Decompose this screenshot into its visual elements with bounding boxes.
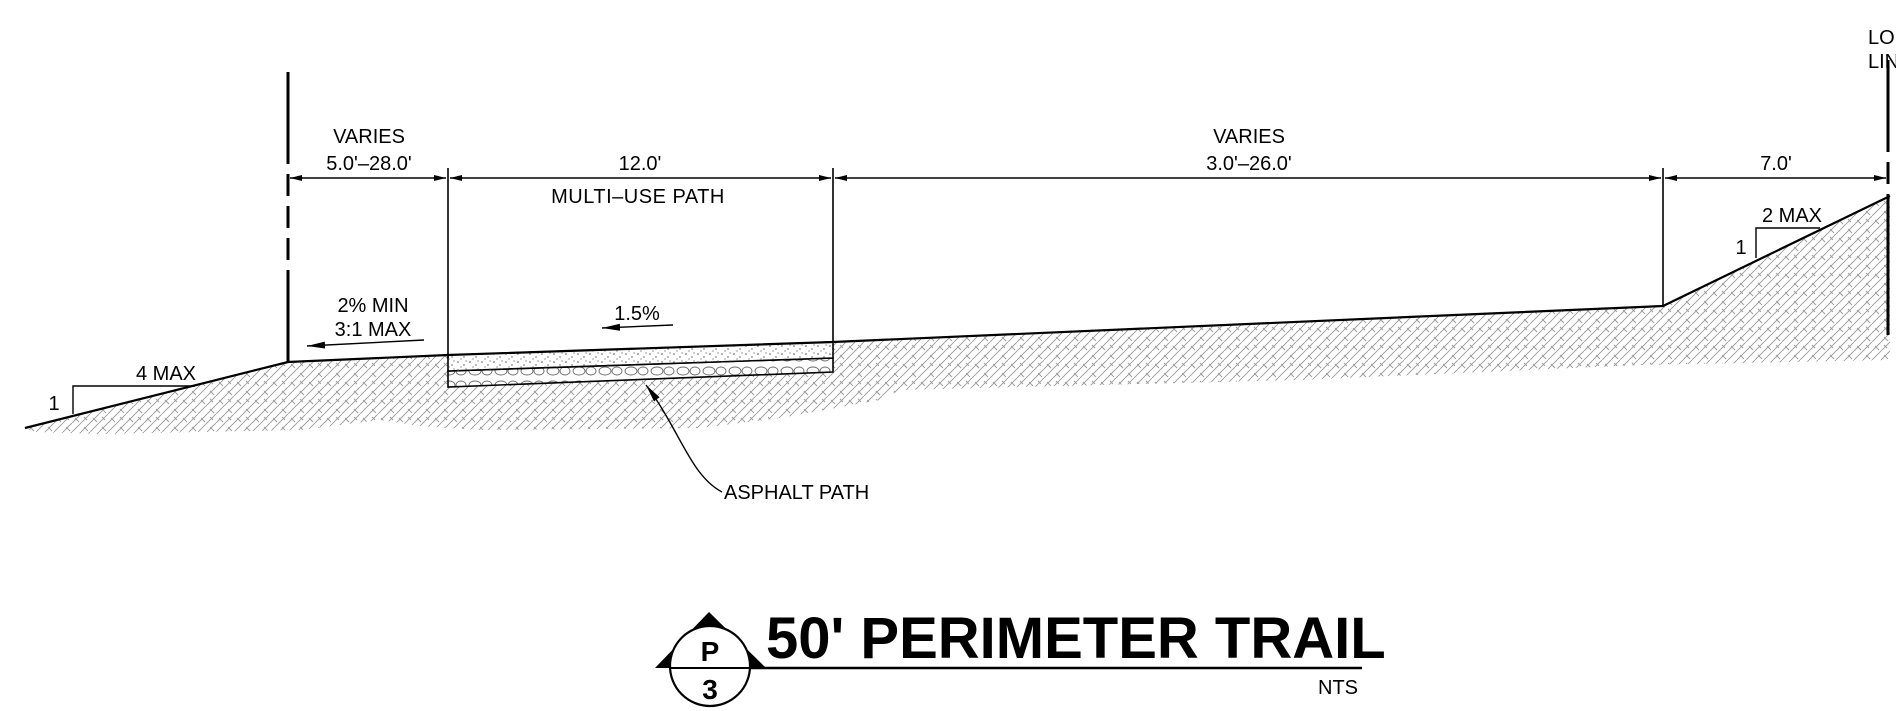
right-slope-run: 2 MAX xyxy=(1762,205,1822,227)
right-width-label: 7.0' xyxy=(1760,153,1792,175)
right-slope-rise: 1 xyxy=(1735,237,1746,259)
path-width-label: 12.0' xyxy=(619,153,662,175)
earth-hatch xyxy=(25,196,1890,434)
asphalt-leader xyxy=(645,384,723,493)
detail-bubble-circle xyxy=(668,624,752,708)
middle-width-range: 3.0'–26.0' xyxy=(1206,153,1292,175)
path-slope-label: 1.5% xyxy=(614,303,660,325)
cross-slope-arrow xyxy=(306,339,425,349)
left-width-label: VARIES xyxy=(333,126,405,148)
right-slope-triangle xyxy=(1755,227,1820,258)
middle-width-label: VARIES xyxy=(1213,126,1285,148)
property-line-label-top: LO xyxy=(1868,27,1895,49)
asphalt-surface-texture xyxy=(448,342,833,371)
scale-label: NTS xyxy=(1318,677,1358,699)
detail-number: 3 xyxy=(702,674,718,705)
left-slope-triangle xyxy=(72,385,195,414)
left-slope-run: 4 MAX xyxy=(136,363,196,385)
cross-slope-min: 2% MIN xyxy=(337,295,408,317)
detail-letter: P xyxy=(701,636,720,667)
ground-profile-line xyxy=(24,195,1891,430)
path-name-label: MULTI–USE PATH xyxy=(551,186,725,208)
asphalt-path-label: ASPHALT PATH xyxy=(724,482,869,504)
left-width-range: 5.0'–28.0' xyxy=(326,153,412,175)
cross-slope-max: 3:1 MAX xyxy=(335,319,412,341)
detail-title: 50' PERIMETER TRAIL xyxy=(766,606,1386,671)
path-slope-arrow xyxy=(601,323,674,331)
left-slope-rise: 1 xyxy=(48,393,59,415)
property-line-label-bottom: LIN xyxy=(1868,51,1896,73)
